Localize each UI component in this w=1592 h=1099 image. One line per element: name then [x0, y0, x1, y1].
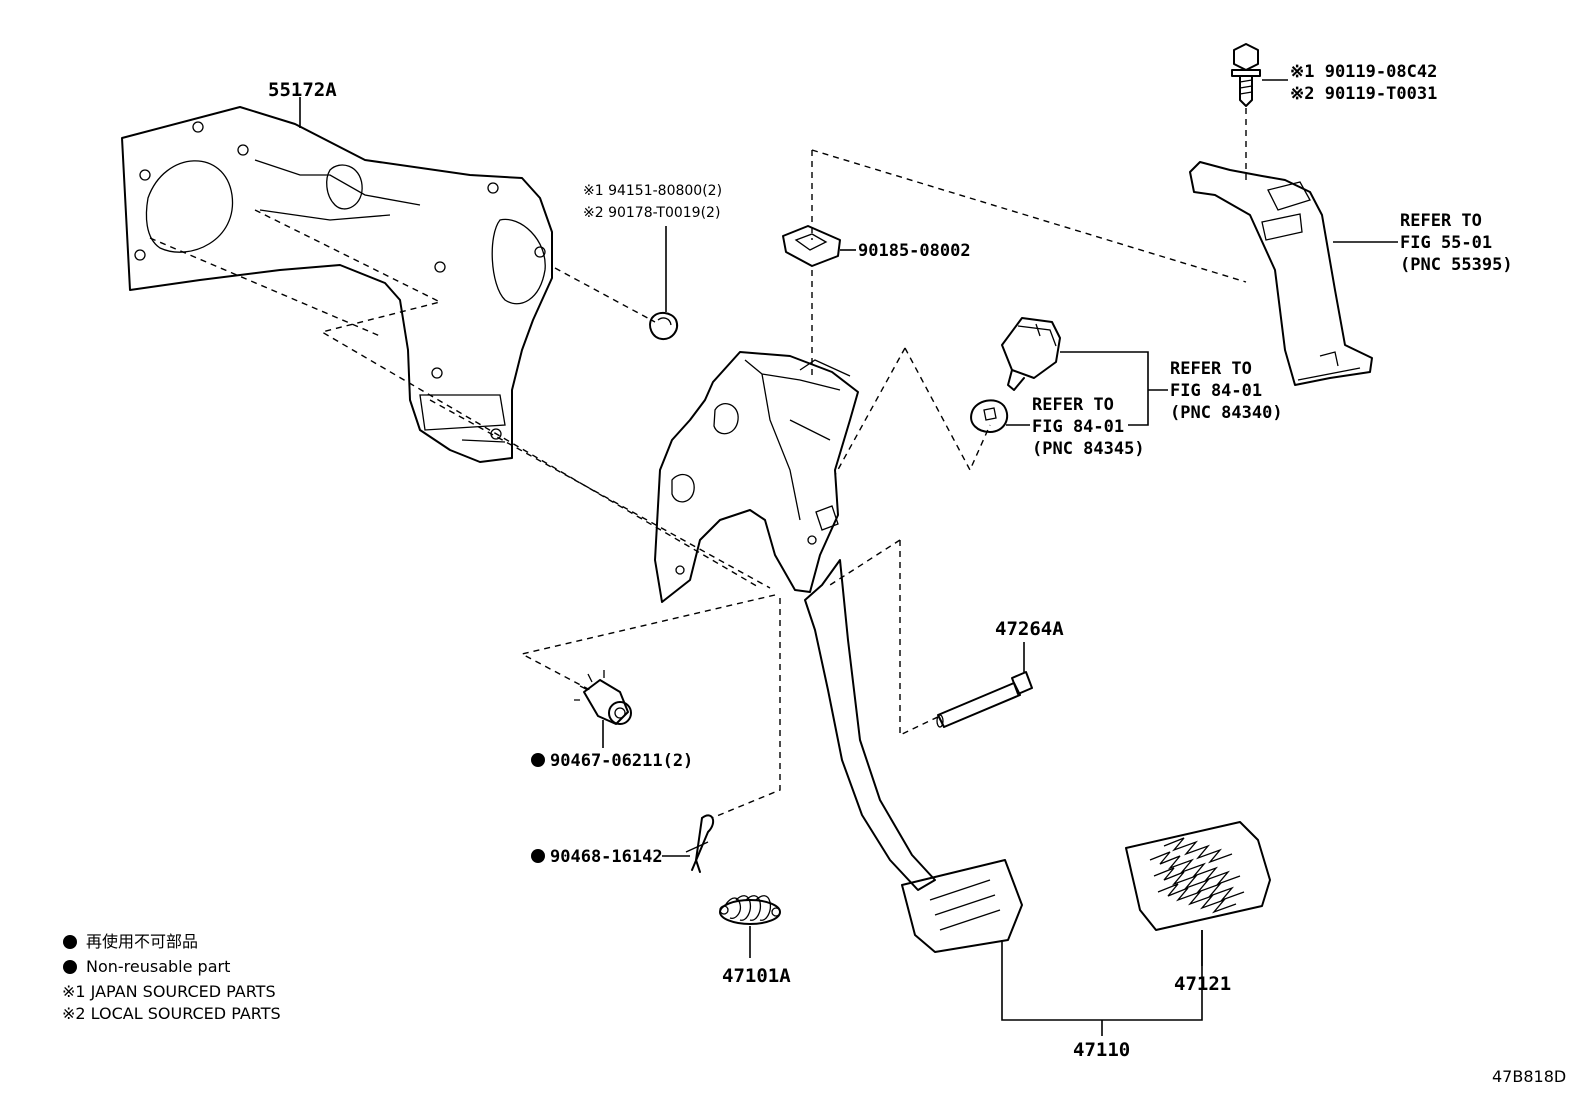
dashed-line	[520, 594, 776, 691]
legend-en: Non-reusable part	[86, 957, 230, 976]
label-pin: 90468-16142	[550, 847, 663, 867]
label-47101a: 47101A	[722, 965, 791, 987]
legend-note1: ※1 JAPAN SOURCED PARTS	[62, 982, 276, 1001]
label-55172a: 55172A	[268, 79, 337, 101]
dashed-line	[904, 347, 991, 472]
leader-47110	[1001, 930, 1203, 1021]
label-nut-local: ※2 90178-T0019(2)	[583, 205, 720, 221]
ref-84340-line1: REFER TO	[1170, 359, 1252, 379]
clip-pin-icon[interactable]	[685, 814, 715, 873]
ref-55395-line2: FIG 55-01	[1400, 233, 1492, 253]
label-bolt-japan: ※1 90119-08C42	[1290, 62, 1437, 82]
nut-icon[interactable]	[649, 312, 678, 341]
label-clip: 90185-08002	[858, 241, 971, 261]
non-reusable-marker-icon	[531, 849, 545, 863]
return-spring-icon[interactable]	[719, 895, 781, 925]
dashed-line	[711, 598, 781, 819]
legend-jp: 再使用不可部品	[86, 932, 198, 951]
non-reusable-marker-icon	[63, 935, 77, 949]
dashed-line	[149, 237, 381, 337]
ref-55395-line3: (PNC 55395)	[1400, 255, 1513, 275]
non-reusable-marker-icon	[63, 960, 77, 974]
bolt-icon[interactable]	[1231, 43, 1261, 107]
clip-icon[interactable]	[782, 225, 841, 267]
dashed-line	[811, 149, 1247, 283]
label-47110: 47110	[1073, 1039, 1130, 1061]
ref-84345-line3: (PNC 84345)	[1032, 439, 1145, 459]
bushing-icon[interactable]	[574, 670, 632, 725]
pedal-support-sub-bracket[interactable]	[654, 351, 859, 603]
dashed-line	[899, 540, 943, 737]
non-reusable-marker-icon	[531, 753, 545, 767]
brake-pedal-arm[interactable]	[804, 559, 1023, 953]
dashed-line	[834, 347, 906, 476]
stop-lamp-switch-icon[interactable]	[1001, 317, 1061, 391]
ref-84340-line2: FIG 84-01	[1170, 381, 1262, 401]
cushion-icon[interactable]	[970, 399, 1009, 433]
label-47121: 47121	[1174, 973, 1231, 995]
reference-bracket-55395[interactable]	[1189, 161, 1373, 386]
label-bushing: 90467-06211(2)	[550, 751, 693, 771]
ref-84340-line3: (PNC 84340)	[1170, 403, 1283, 423]
label-bolt-local: ※2 90119-T0031	[1290, 84, 1437, 104]
dashed-line	[429, 399, 771, 589]
diagram-code: 47B818D	[1492, 1067, 1566, 1086]
pedal-pin-icon[interactable]	[936, 671, 1033, 728]
part-55172a-bracket[interactable]	[121, 106, 553, 463]
legend-note2: ※2 LOCAL SOURCED PARTS	[62, 1004, 281, 1023]
dashed-line	[554, 267, 656, 323]
label-47264a: 47264A	[995, 618, 1064, 640]
brake-pedal-pad[interactable]	[1125, 821, 1271, 931]
ref-55395-line1: REFER TO	[1400, 211, 1482, 231]
dashed-line	[254, 209, 761, 589]
label-nut-japan: ※1 94151-80800(2)	[583, 183, 722, 199]
ref-84345-line2: FIG 84-01	[1032, 417, 1124, 437]
legend: 再使用不可部品 Non-reusable part ※1 JAPAN SOURC…	[62, 932, 281, 1023]
leader-84340	[1060, 351, 1149, 426]
ref-84345-line1: REFER TO	[1032, 395, 1114, 415]
